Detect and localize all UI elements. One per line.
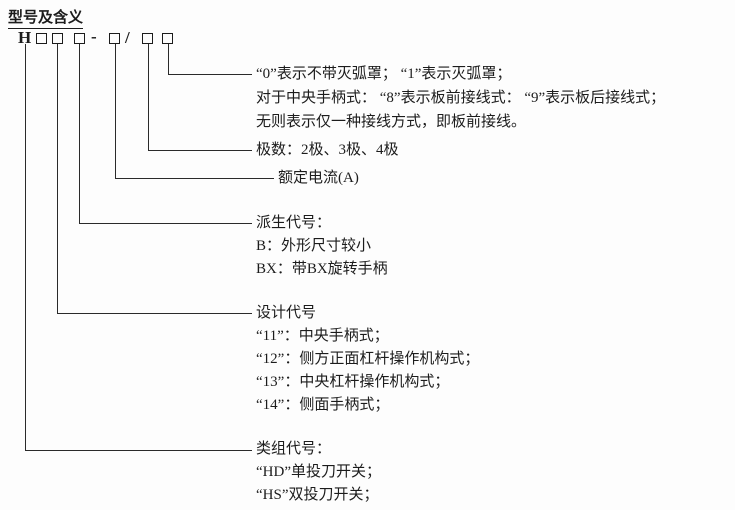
text-line: “HS”双投刀开关； bbox=[256, 487, 379, 503]
explanation-design-code: 设计代号 “11”：中央手柄式； “12”：侧方正面杠杆操作机构式； “13”：… bbox=[256, 302, 479, 417]
text-line: 额定电流(A) bbox=[278, 170, 359, 186]
text-line: “HD”单投刀开关； bbox=[256, 464, 381, 480]
text-line: “12”：侧方正面杠杆操作机构式； bbox=[256, 351, 480, 367]
connector-design-code-vertical bbox=[57, 44, 58, 313]
text-line: 设计代号 bbox=[256, 305, 317, 321]
explanation-derived-code: 派生代号： B：外形尺寸较小 BX：带BX旋转手柄 bbox=[256, 212, 388, 281]
box-poles bbox=[142, 33, 153, 44]
connector-derived-code-horizontal bbox=[79, 223, 252, 224]
text-line: “14”：侧面手柄式； bbox=[256, 397, 390, 413]
connector-arc-cover-vertical bbox=[168, 44, 169, 74]
box-arc-cover bbox=[162, 33, 173, 44]
text-line: “0”表示不带灭弧罩； “1”表示灭弧罩； bbox=[256, 66, 512, 82]
model-prefix: H bbox=[18, 28, 32, 47]
box-rated-current bbox=[109, 33, 120, 44]
connector-rated-current-horizontal bbox=[115, 178, 274, 179]
dash-separator: - bbox=[91, 27, 97, 46]
connector-category-code-vertical bbox=[25, 44, 26, 450]
connector-rated-current-vertical bbox=[115, 44, 116, 178]
connector-poles-horizontal bbox=[148, 150, 252, 151]
text-line: 对于中央手柄式： “8”表示板前接线式： “9”表示板后接线式； bbox=[256, 90, 666, 106]
explanation-poles: 极数：2极、3极、4极 bbox=[256, 142, 399, 159]
text-line: 极数：2极、3极、4极 bbox=[256, 142, 399, 158]
text-line: “13”：中央杠杆操作机构式； bbox=[256, 374, 450, 390]
connector-arc-cover-horizontal bbox=[168, 74, 252, 75]
text-line: B：外形尺寸较小 bbox=[256, 238, 372, 254]
connector-category-code-horizontal bbox=[25, 450, 252, 451]
page-title: 型号及含义 bbox=[8, 6, 84, 29]
explanation-rated-current: 额定电流(A) bbox=[278, 170, 359, 187]
slash-separator: / bbox=[125, 28, 130, 47]
connector-derived-code-vertical bbox=[79, 44, 80, 223]
connector-poles-vertical bbox=[148, 44, 149, 150]
text-line: BX：带BX旋转手柄 bbox=[256, 261, 388, 277]
connector-design-code-horizontal bbox=[57, 313, 252, 314]
text-line: “11”：中央手柄式； bbox=[256, 328, 389, 344]
text-line: 派生代号： bbox=[256, 215, 332, 231]
text-line: 无则表示仅一种接线方式，即板前接线。 bbox=[256, 114, 527, 130]
box-design-code bbox=[52, 33, 63, 44]
text-line: 类组代号： bbox=[256, 441, 332, 457]
box-derived-code bbox=[74, 33, 85, 44]
explanation-category-code: 类组代号： “HD”单投刀开关； “HS”双投刀开关； bbox=[256, 438, 381, 507]
explanation-arc-cover: “0”表示不带灭弧罩； “1”表示灭弧罩； 对于中央手柄式： “8”表示板前接线… bbox=[256, 62, 665, 134]
box-category-code bbox=[36, 33, 47, 44]
